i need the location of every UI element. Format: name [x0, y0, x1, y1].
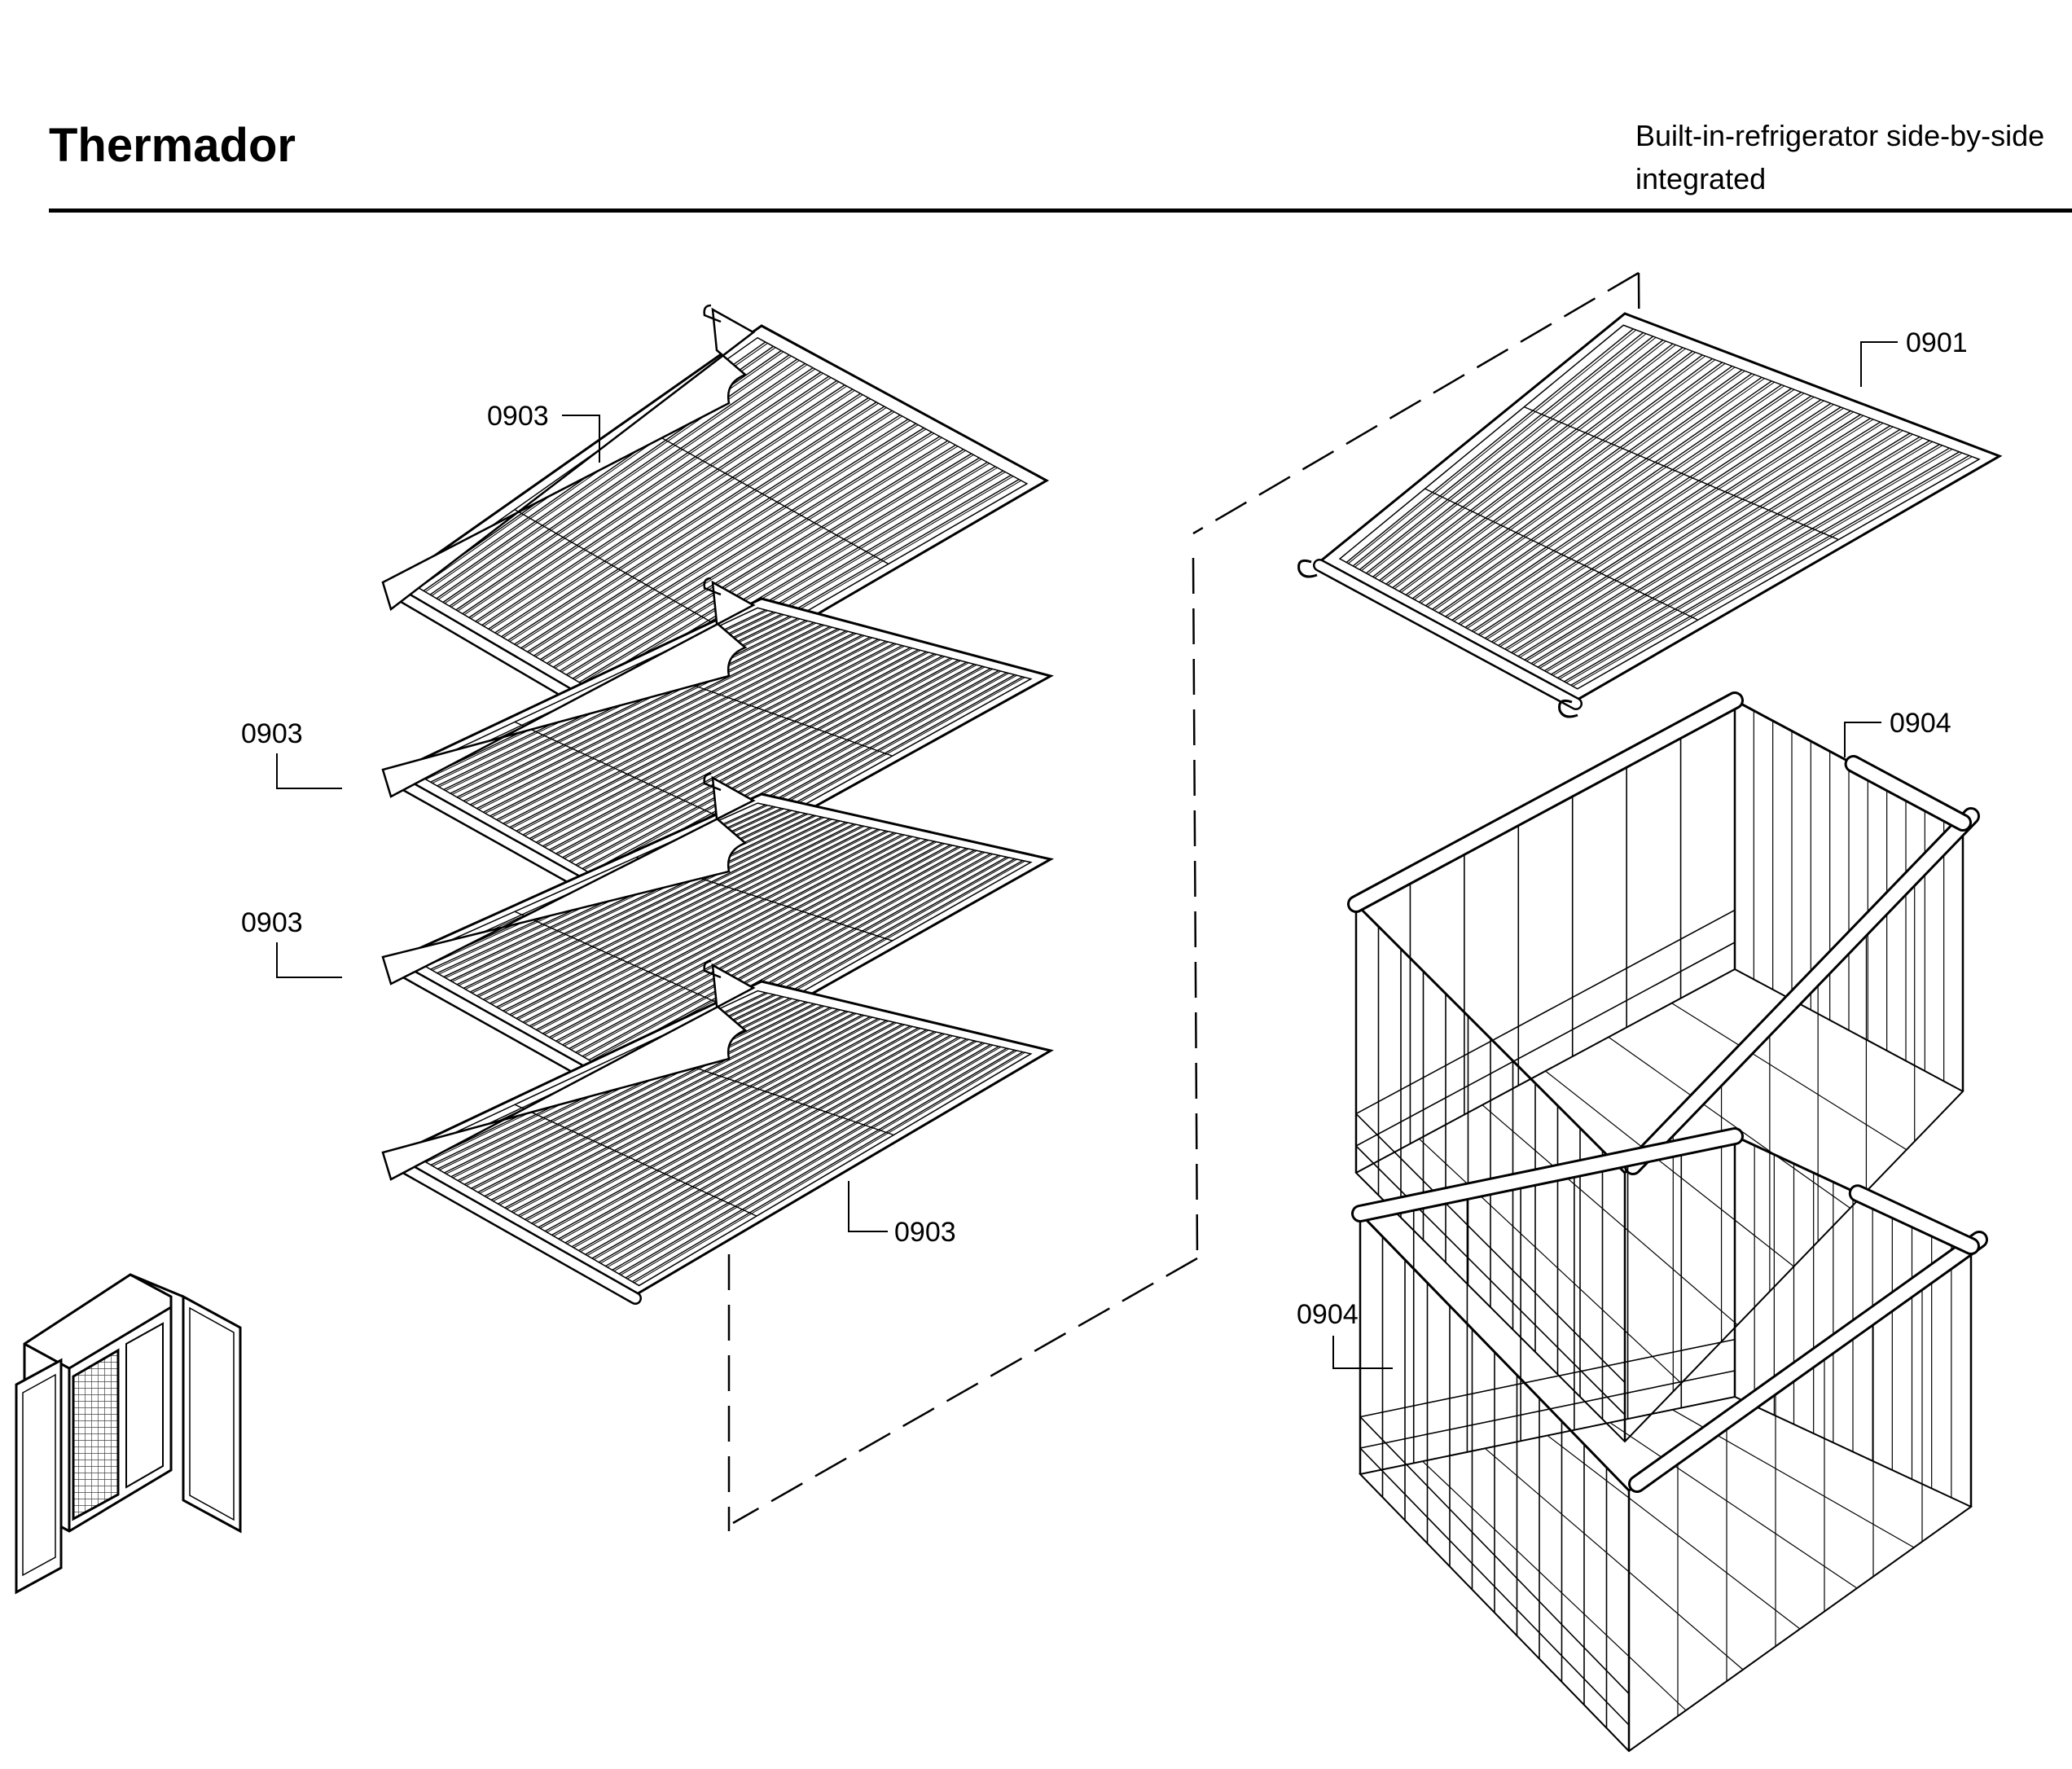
header-rule	[49, 209, 2072, 213]
model-description-line1: Built-in-refrigerator side-by-side	[1635, 119, 2045, 152]
callout-basket-lower: 0904	[1297, 1299, 1359, 1330]
shelf-second	[381, 577, 1054, 918]
callout-shelf-third: 0903	[241, 907, 303, 938]
basket-lower	[1351, 1127, 1988, 1753]
shelf-right	[1313, 312, 2003, 710]
shelf-group	[381, 304, 2003, 1305]
model-description-line2: integrated	[1635, 162, 1767, 195]
brand-title: Thermador	[49, 119, 296, 172]
callout-shelf-top-left: 0903	[487, 401, 549, 432]
shelf-third	[381, 772, 1055, 1105]
callout-leaders	[276, 341, 1898, 1369]
basket-upper	[1347, 691, 1980, 1443]
shelf-bottom	[381, 959, 1054, 1305]
callout-basket-upper: 0904	[1890, 708, 1951, 739]
refrigerator-thumbnail-icon	[15, 1273, 242, 1595]
callout-shelf-bottom: 0903	[894, 1217, 956, 1248]
basket-group	[1347, 691, 1988, 1753]
callout-shelf-right: 0901	[1906, 327, 1968, 358]
callout-shelf-second: 0903	[241, 718, 303, 749]
model-description: Built-in-refrigerator side-by-side integ…	[1635, 114, 2044, 200]
